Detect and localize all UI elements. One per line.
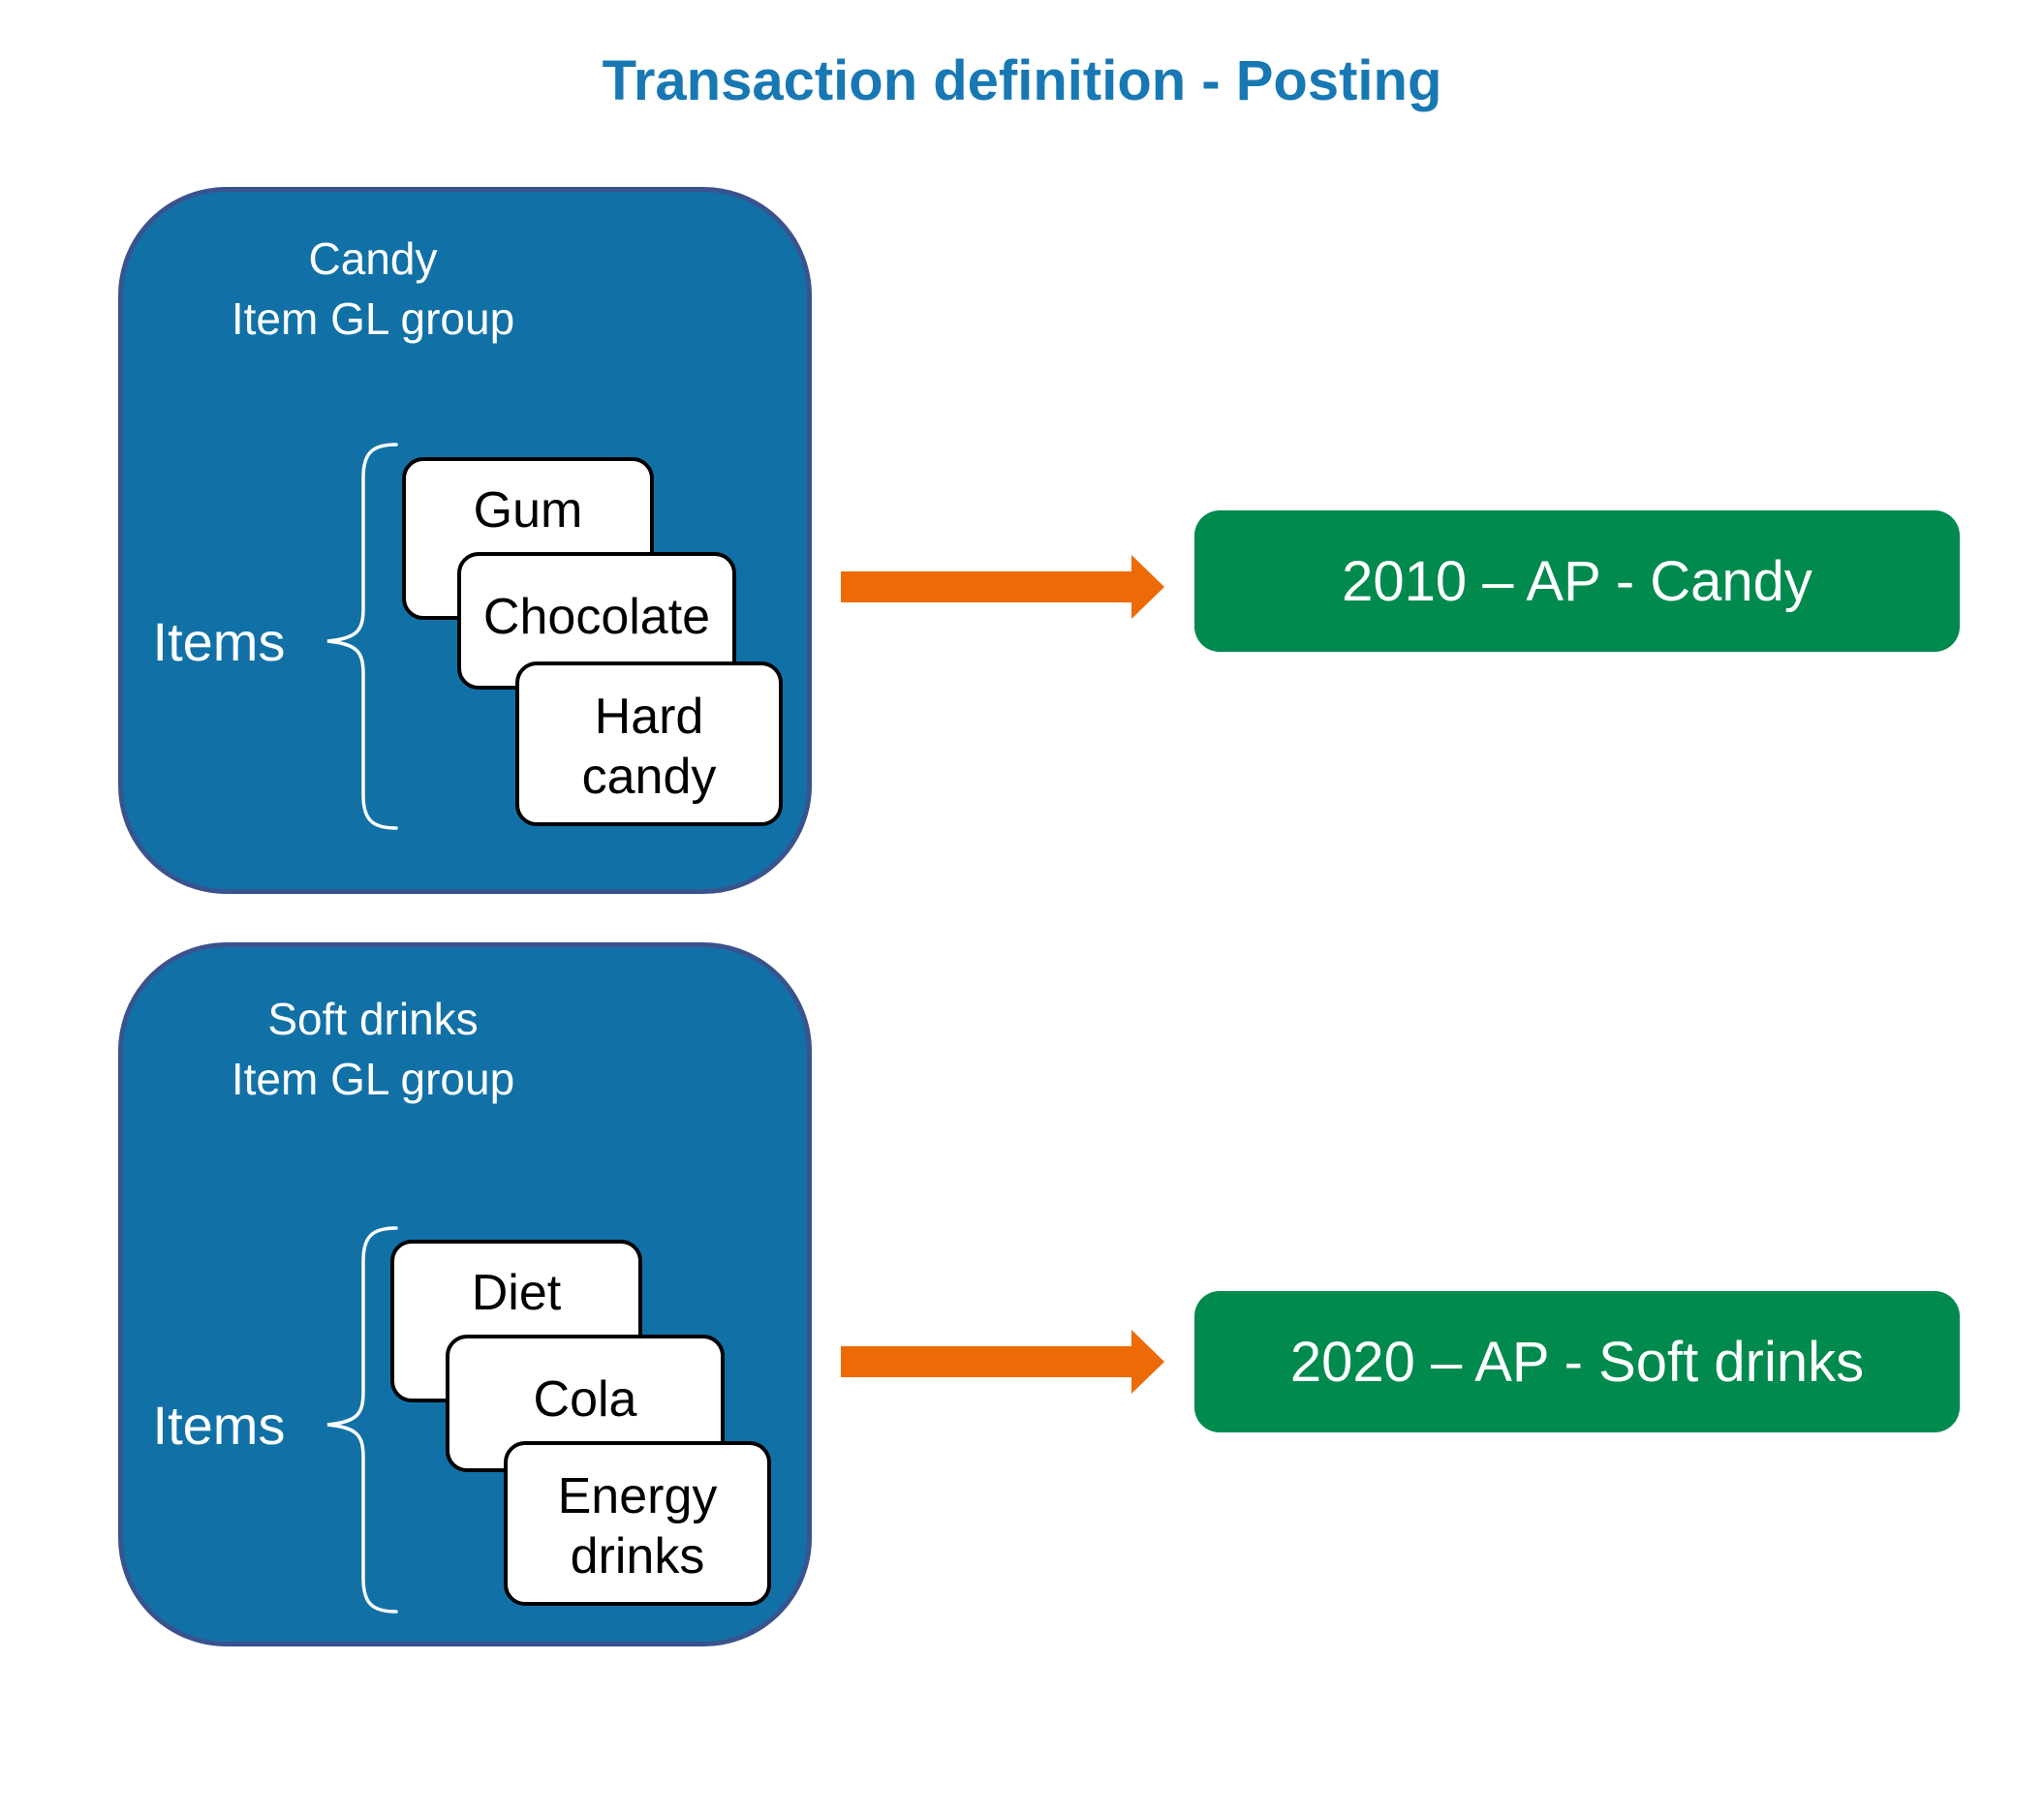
account-box-candy-label: 2010 – AP - Candy bbox=[1342, 549, 1812, 613]
card-gum-label: Gum bbox=[473, 482, 583, 538]
soft-drinks-items-label: Items bbox=[152, 1395, 286, 1456]
soft-drinks-gl-group-title: Soft drinks Item GL group bbox=[121, 989, 625, 1109]
soft-drinks-gl-group-title-line1: Soft drinks bbox=[267, 994, 479, 1044]
card-energy-drinks: Energy drinks bbox=[504, 1441, 771, 1606]
candy-gl-group-title-line2: Item GL group bbox=[231, 293, 515, 344]
card-diet-label: Diet bbox=[471, 1265, 562, 1321]
account-box-soft-drinks: 2020 – AP - Soft drinks bbox=[1194, 1291, 1960, 1432]
account-box-soft-drinks-label: 2020 – AP - Soft drinks bbox=[1289, 1330, 1865, 1394]
card-chocolate-label: Chocolate bbox=[482, 589, 711, 645]
soft-drinks-gl-group-title-line2: Item GL group bbox=[231, 1054, 515, 1104]
slide-title: Transaction definition - Posting bbox=[602, 49, 1442, 112]
card-energy-drinks-label: Energy drinks bbox=[557, 1468, 718, 1584]
card-cola-label: Cola bbox=[533, 1371, 637, 1428]
card-hard-candy-label: Hard candy bbox=[581, 689, 717, 805]
card-hard-candy: Hard candy bbox=[515, 661, 783, 826]
soft-drinks-flow-arrow-icon bbox=[841, 1330, 1164, 1394]
candy-flow-arrow-icon bbox=[841, 555, 1164, 619]
candy-gl-group-title-line1: Candy bbox=[308, 233, 438, 284]
candy-items-label: Items bbox=[152, 611, 286, 672]
account-box-candy: 2010 – AP - Candy bbox=[1194, 510, 1960, 652]
candy-gl-group-title: Candy Item GL group bbox=[121, 229, 625, 349]
